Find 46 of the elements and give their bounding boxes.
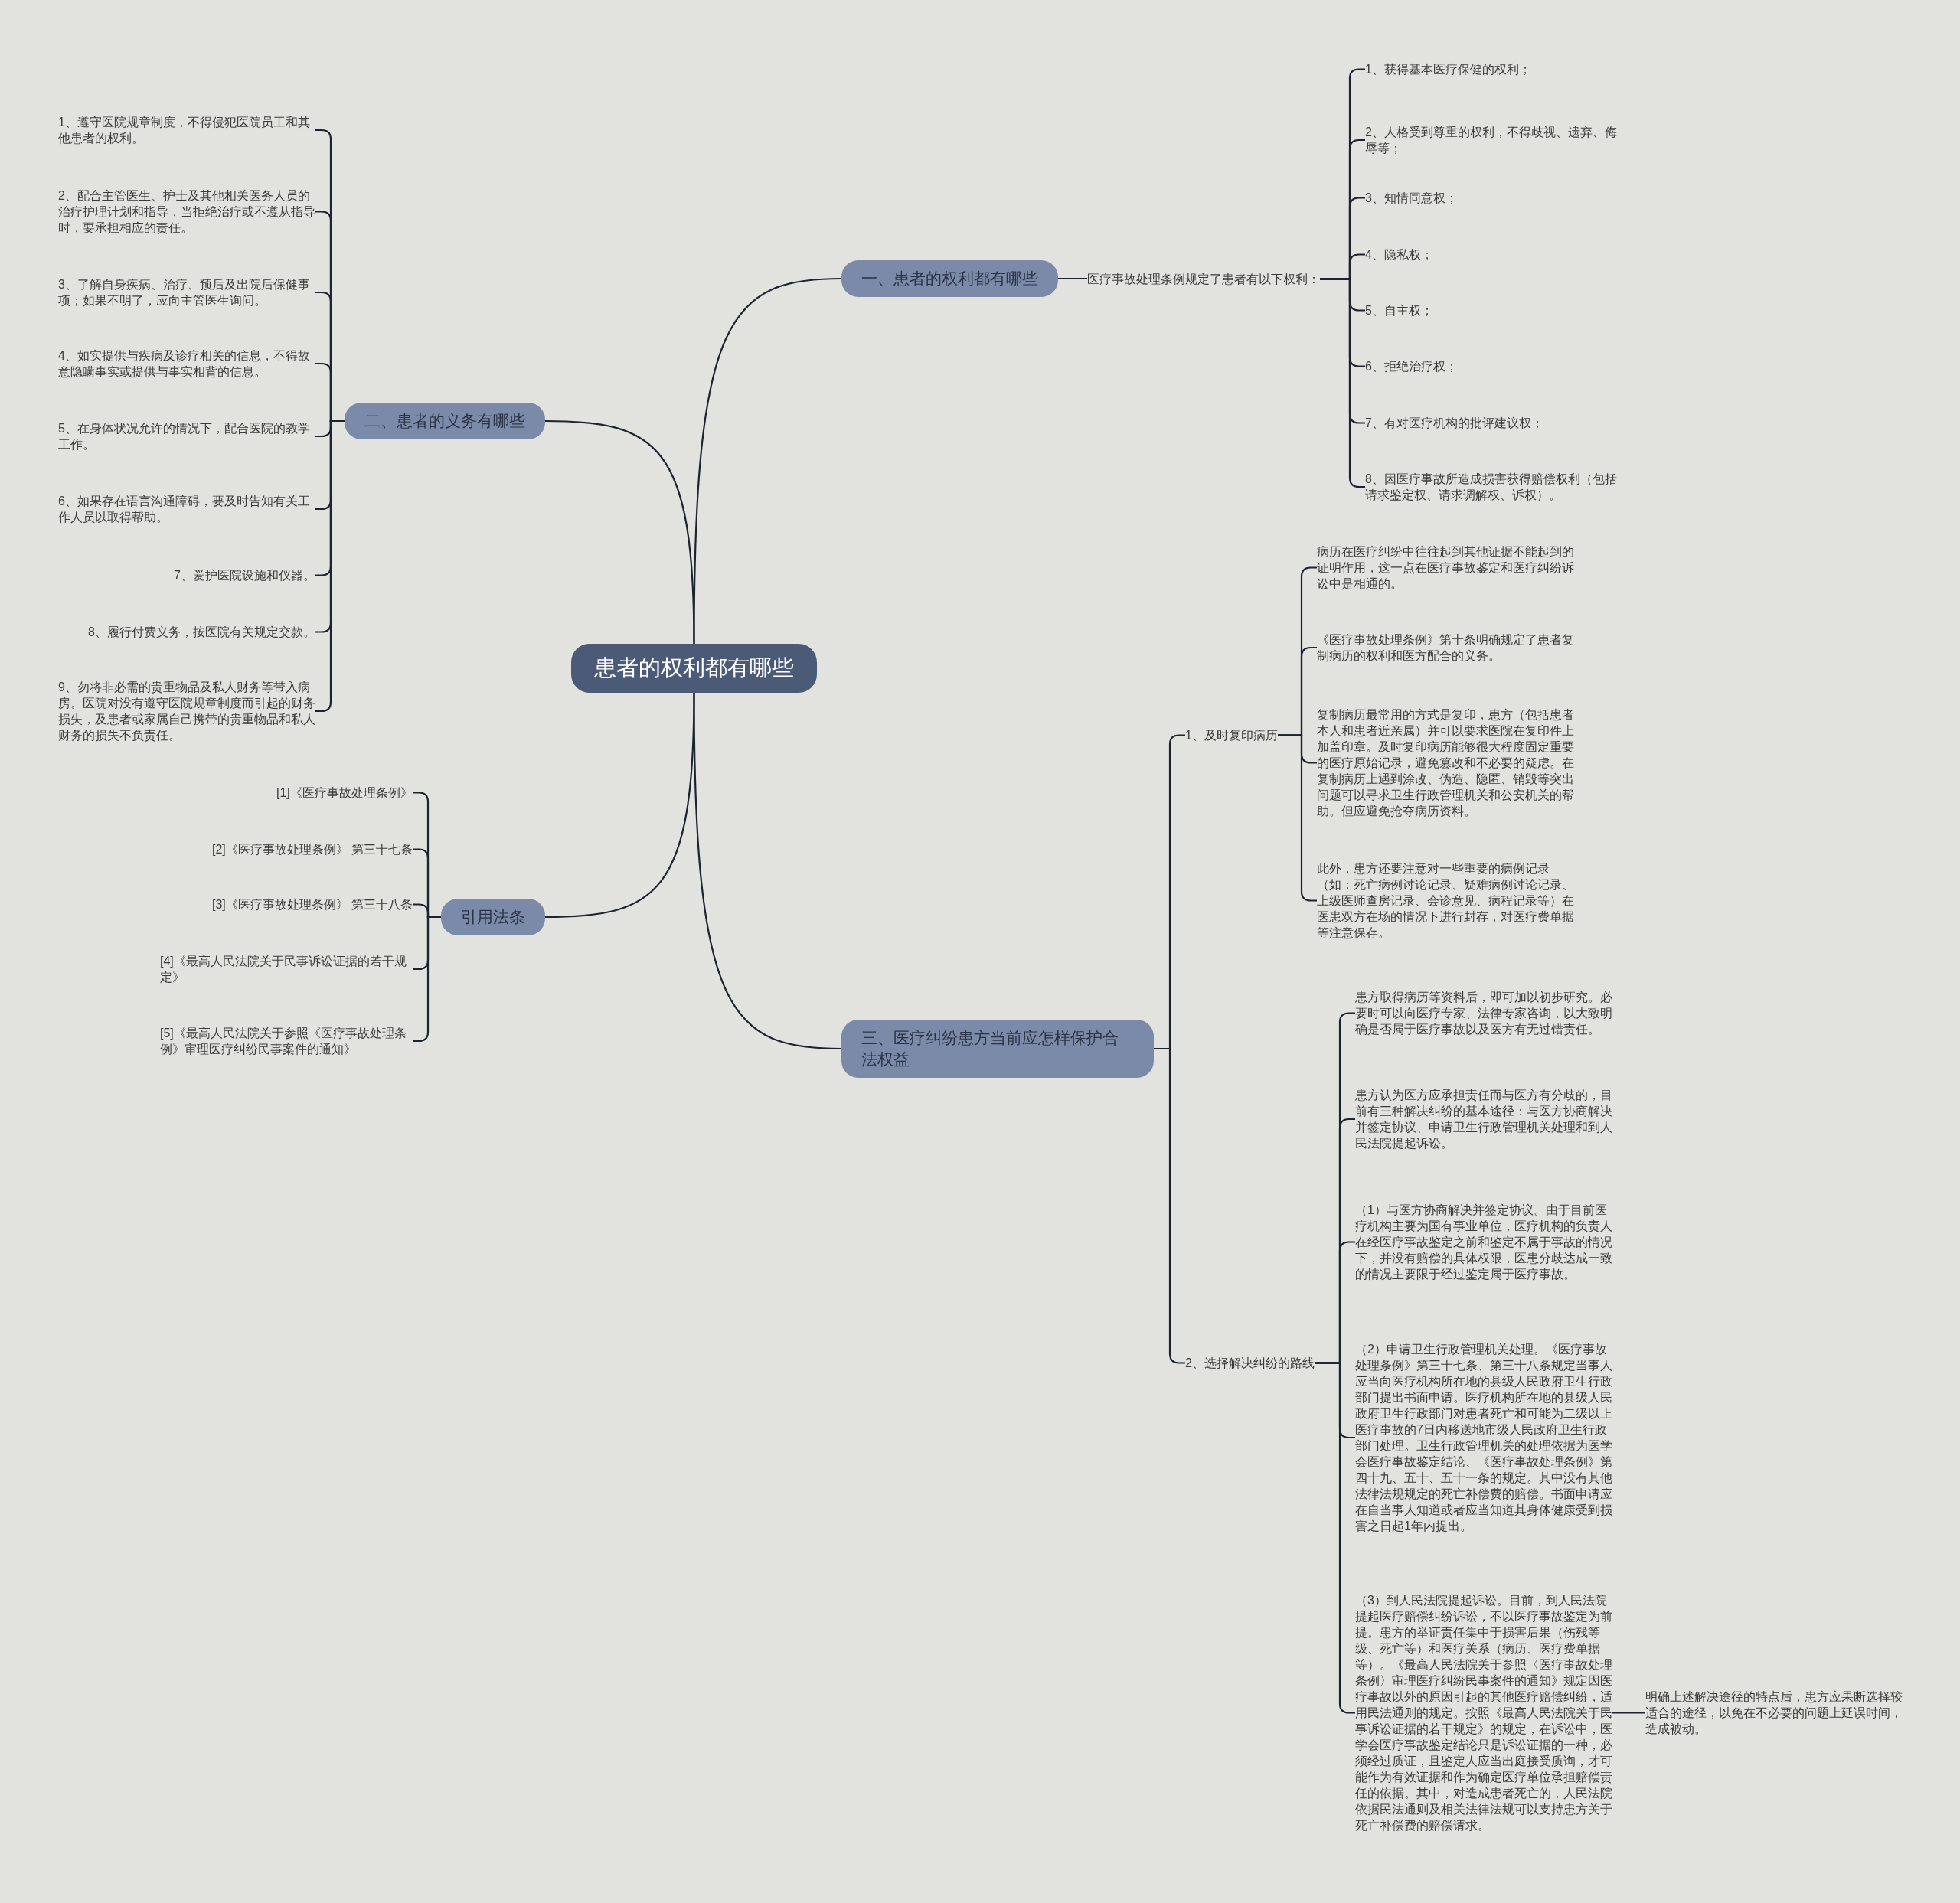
branch-topic-box: 一、患者的权利都有哪些: [841, 260, 1058, 297]
branch-text: 6、拒绝治疗权；: [1365, 357, 1458, 374]
branch-text: [2]《医疗事故处理条例》 第三十七条: [212, 841, 413, 857]
connector-line: [693, 693, 842, 1050]
branch-text: 6、如果存在语言沟通障碍，要及时告知有关工作人员以取得帮助。: [58, 493, 315, 525]
root-topic-box: 患者的权利都有哪些: [570, 644, 817, 693]
branch-text: 5、自主权；: [1365, 302, 1433, 318]
branch-text: （3）到人民法院提起诉讼。目前，到人民法院提起医疗赔偿纠纷诉讼，不以医疗事故鉴定为前提。患方的举证责任集中于损害后果（伤残等级、死亡等）和医疗关系（病历、医疗费单据等）。《最高人民法院关于参照〈医疗事故处理条例〉审理医疗纠纷民事案件的通知》规定因医疗事故以外的原因引起的其他医疗赔偿纠纷，适用民法通则的规定。按照《最高人民法院关于民事诉讼证据的若干规定》的规定，在诉讼中，医学会医疗事故鉴定结论只是诉讼证据的一种，必须经过质证，且鉴定人应当出庭接受质询，才可能作为有效证据和作为确定医疗单位承担赔偿责任的依据。其中，对造成患者死亡的，人民法院依据民法通则及相关法律法规可以支持患方关于死亡补偿费的赔偿请求。: [1355, 1591, 1612, 1833]
branch-text: 1、遵守医院规章制度，不得侵犯医院员工和其他患者的权利。: [58, 114, 315, 146]
branch-text: 4、如实提供与疾病及诊疗相关的信息，不得故意隐瞒事实或提供与事实相背的信息。: [58, 348, 315, 380]
branch-text: 医疗事故处理条例规定了患者有以下权利：: [1087, 270, 1320, 287]
connector-line: [1154, 1047, 1185, 1364]
branch-text: [1]《医疗事故处理条例》: [276, 784, 413, 801]
branch-text: 2、配合主管医生、护士及其他相关医务人员的治疗护理计划和指导，当拒绝治疗或不遵从指导时，要承担相应的责任。: [58, 187, 315, 236]
branch-text: 5、在身体状况允许的情况下，配合医院的教学工作。: [58, 420, 315, 452]
branch-text: [4]《最高人民法院关于民事诉讼证据的若干规定》: [160, 953, 413, 985]
connector-line: [1058, 277, 1087, 280]
branch-text: 1、及时复印病历: [1185, 726, 1278, 743]
branch-topic-box: 引用法条: [441, 899, 545, 935]
branch-text: 1、获得基本医疗保健的权利；: [1365, 60, 1531, 77]
branch-text: 《医疗事故处理条例》第十条明确规定了患者复制病历的权利和医方配合的义务。: [1317, 632, 1574, 664]
branch-text: 9、勿将非必需的贵重物品及私人财务等带入病房。医院对没有遵守医院规章制度而引起的财务损失，及患者或家属自己携带的贵重物品和私人财务的损失不负责任。: [58, 679, 315, 743]
branch-topic-box: 三、医疗纠纷患方当前应怎样保护合法权益: [841, 1020, 1154, 1078]
branch-text: 2、选择解决纠纷的路线: [1185, 1354, 1315, 1371]
branch-text: 8、履行付费义务，按医院有关规定交款。: [88, 623, 315, 640]
connector-line: [315, 419, 345, 713]
branch-text: （2）申请卫生行政管理机关处理。《医疗事故处理条例》第三十七条、第三十八条规定当事人应当向医疗机构所在地的县级人民政府卫生行政部门提出书面申请。医疗机构所在地的县级人民政府卫生行政部门对患者死亡和可能为二级以上医疗事故的7日内移送地市级人民政府卫生行政部门处理。卫生行政管理机关的处理依据为医学会医疗事故鉴定结论、《医疗事故处理条例》第四十九、五十、五十一条的规定。其中没有其他法律法规规定的死亡补偿费的赔偿。书面申请应在自当事人知道或者应当知道其身体健康受到损害之日起1年内提出。: [1355, 1341, 1612, 1534]
branch-text: 7、有对医疗机构的批评建议权；: [1365, 414, 1544, 431]
branch-text: 7、爱护医院设施和仪器。: [174, 566, 315, 583]
branch-text: 复制病历最常用的方式是复印，患方（包括患者本人和患者近亲属）并可以要求医院在复印件上加盖印章。及时复印病历能够很大程度固定重要的医疗原始记录，避免篡改和不必要的疑虑。在复制病历上遇到涂改、伪造、隐匿、销毁等突出问题可以寻求卫生行政管理机关和公安机关的帮助。但应避免抢夺病历资料。: [1317, 706, 1574, 819]
branch-text: 8、因医疗事故所造成损害获得赔偿权利（包括请求鉴定权、请求调解权、诉权）。: [1365, 471, 1618, 503]
branch-text: 2、人格受到尊重的权利，不得歧视、遗弃、侮辱等；: [1365, 124, 1618, 156]
branch-text: 此外，患方还要注意对一些重要的病例记录（如：死亡病例讨论记录、疑难病例讨论记录、上级医师查房记录、会诊意见、病程记录等）在医患双方在场的情况下进行封存，对医疗费单据等注意保存。: [1317, 860, 1574, 941]
branch-text: 4、隐私权；: [1365, 246, 1433, 263]
branch-text: [5]《最高人民法院关于参照《医疗事故处理条例》审理医疗纠纷民事案件的通知》: [160, 1025, 413, 1057]
branch-text: 明确上述解决途径的特点后，患方应果断选择较适合的途径，以免在不必要的问题上延误时间，造成被动。: [1645, 1688, 1903, 1737]
branch-topic-box: 二、患者的义务有哪些: [345, 403, 545, 439]
branch-text: 患方取得病历等资料后，即可加以初步研究。必要时可以向医疗专家、法律专家咨询，以大致明确是否属于医疗事故以及医方有无过错责任。: [1355, 988, 1612, 1037]
branch-text: （1）与医方协商解决并签定协议。由于目前医疗机构主要为国有事业单位，医疗机构的负责人在经医疗事故鉴定之前和鉴定不属于事故的情况下，并没有赔偿的具体权限，医患分歧达成一致的情况主要限于经过鉴定属于医疗事故。: [1355, 1201, 1612, 1282]
connector-line: [1612, 1712, 1645, 1714]
branch-text: 病历在医疗纠纷中往往起到其他证据不能起到的证明作用，这一点在医疗事故鉴定和医疗纠纷诉讼中是相通的。: [1317, 543, 1574, 592]
branch-text: [3]《医疗事故处理条例》 第三十八条: [212, 896, 413, 912]
connector-line: [544, 419, 695, 645]
branch-text: 3、了解自身疾病、治疗、预后及出院后保健事项；如果不明了，应向主管医生询问。: [58, 276, 315, 308]
branch-text: 患方认为医方应承担责任而与医方有分歧的，目前有三种解决纠纷的基本途径：与医方协商解决并签定协议、申请卫生行政管理机关处理和到人民法院提起诉讼。: [1355, 1087, 1612, 1151]
branch-text: 3、知情同意权；: [1365, 189, 1458, 206]
